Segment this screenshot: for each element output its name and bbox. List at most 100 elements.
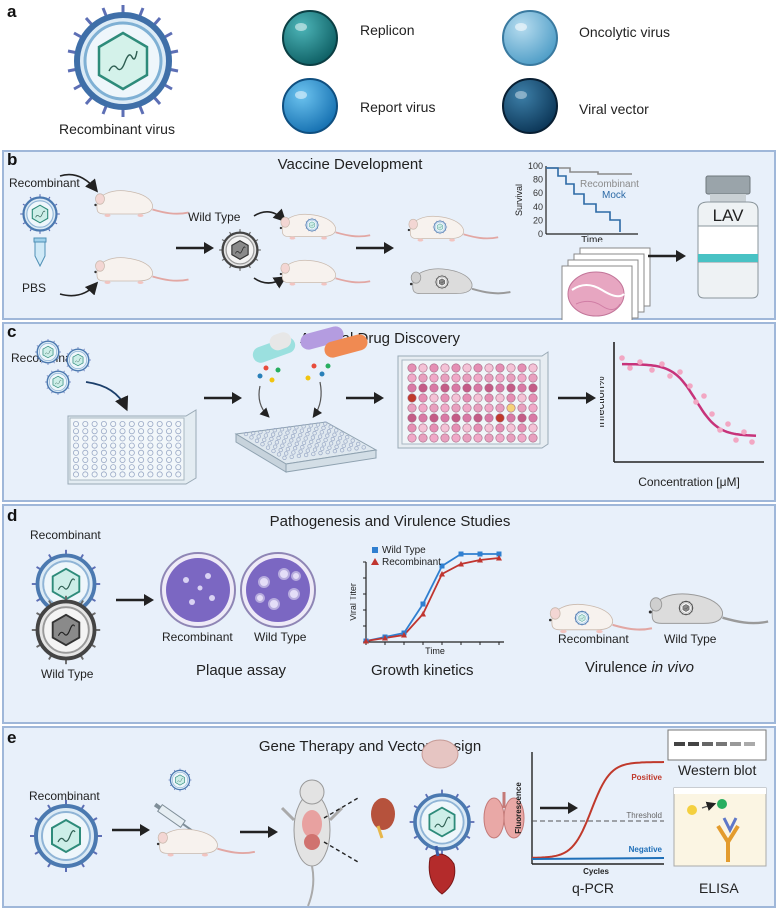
plate-well [299,428,305,433]
survival-ytick: 0 [538,229,543,239]
replicon-sphere-icon [282,10,338,66]
plate-well [296,437,301,442]
plate-well [306,427,312,432]
plate-well-colored [429,383,439,393]
plate-well-colored [462,423,472,433]
plate-well [110,420,117,427]
plate-well-colored [495,413,505,423]
dose-data-point [717,427,723,433]
plate-well [312,447,318,452]
elisa-caption: ELISA [699,880,739,896]
plate-well [336,440,341,445]
plate-well-colored [462,373,472,383]
plate-well [339,448,345,453]
plate-well [328,441,334,446]
plate-well-colored [407,363,417,373]
plate-well-colored [451,403,461,413]
plate-well [82,420,89,427]
plate-well [147,428,154,435]
dose-fit-curve [622,362,757,437]
growth-legend-rec-marker [371,558,379,565]
virulence-caption-text: Virulence [585,659,652,676]
plate-well [91,435,98,442]
plate-well [82,428,89,435]
plate-well-colored [528,433,538,443]
plate-well [267,441,272,446]
panel-b-label: b [7,150,18,169]
plate-well-colored [462,433,472,443]
dose-data-point [693,399,699,405]
plate-well [100,457,107,464]
plate-well [273,444,278,449]
plate-well [258,429,263,435]
plate-well-colored [462,413,472,423]
survival-legend-mock: Mock [602,190,627,201]
plate-well-colored [418,403,428,413]
plate-well [326,429,332,434]
growth-wild-type-point [496,551,502,557]
plate-well [110,464,117,471]
plate-well [271,448,276,454]
plate-well-colored [484,383,494,393]
plate-well [289,454,294,459]
plate-well [147,471,154,478]
plate-well-colored [451,413,461,423]
plate-well [128,442,135,449]
dose-xlabel: Concentration [μM] [638,475,740,489]
plate-well-colored [528,423,538,433]
plate-well [91,464,98,471]
panel-d-title: Pathogenesis and Virulence Studies [269,513,511,530]
plate-well-colored [462,363,472,373]
dose-data-point [725,421,731,427]
survival-ytick: 20 [533,215,543,225]
growth-legend-wt-marker [372,547,378,553]
plate-well [147,435,154,442]
plate-well [320,446,325,451]
plate-well-colored [495,373,505,383]
plate-well [73,435,79,442]
plate-well [332,449,338,454]
plate-well-colored [418,393,428,403]
plate-well [325,433,330,438]
plate-well [166,428,173,435]
growth-recombinant-point [420,611,426,617]
plate-well [166,420,173,427]
plate-well-colored [473,403,483,413]
plate-well [283,434,288,440]
growth-recombinant-point [496,555,502,561]
dose-data-point [619,355,625,361]
plate-well-colored [440,423,450,433]
plate-well [91,457,98,464]
plate-well [292,446,298,451]
plate-well [310,435,316,440]
plate-well-colored [528,393,538,403]
plate-well-colored [484,433,494,443]
plate-well [119,449,126,456]
pathogenesis-illustration [29,547,770,667]
plate-well [119,464,126,471]
plate-well [166,435,173,442]
plate-well [82,471,89,478]
survival-xlabel: Time [581,235,603,242]
plate-well [147,457,154,464]
dose-data-point [627,365,633,371]
dose-data-point [733,437,739,443]
patho-wild-type-label: Wild Type [41,667,94,681]
recombinant-virus-caption: Recombinant virus [59,121,175,137]
plate-well [294,441,299,446]
plate-well [100,464,107,471]
plate-well [110,428,117,435]
plate-well-colored [528,373,538,383]
plate-well [337,435,343,441]
panel-d [2,504,776,724]
plate-well [348,442,354,448]
plate-well [73,457,79,464]
plate-well-colored [462,383,472,393]
plate-well [319,430,324,435]
plate-well [294,425,299,430]
plate-well [73,420,79,427]
panel-c-label: c [7,322,17,341]
plate-well-colored [506,383,516,393]
dose-data-point [741,429,747,435]
dose-data-point [687,383,693,389]
